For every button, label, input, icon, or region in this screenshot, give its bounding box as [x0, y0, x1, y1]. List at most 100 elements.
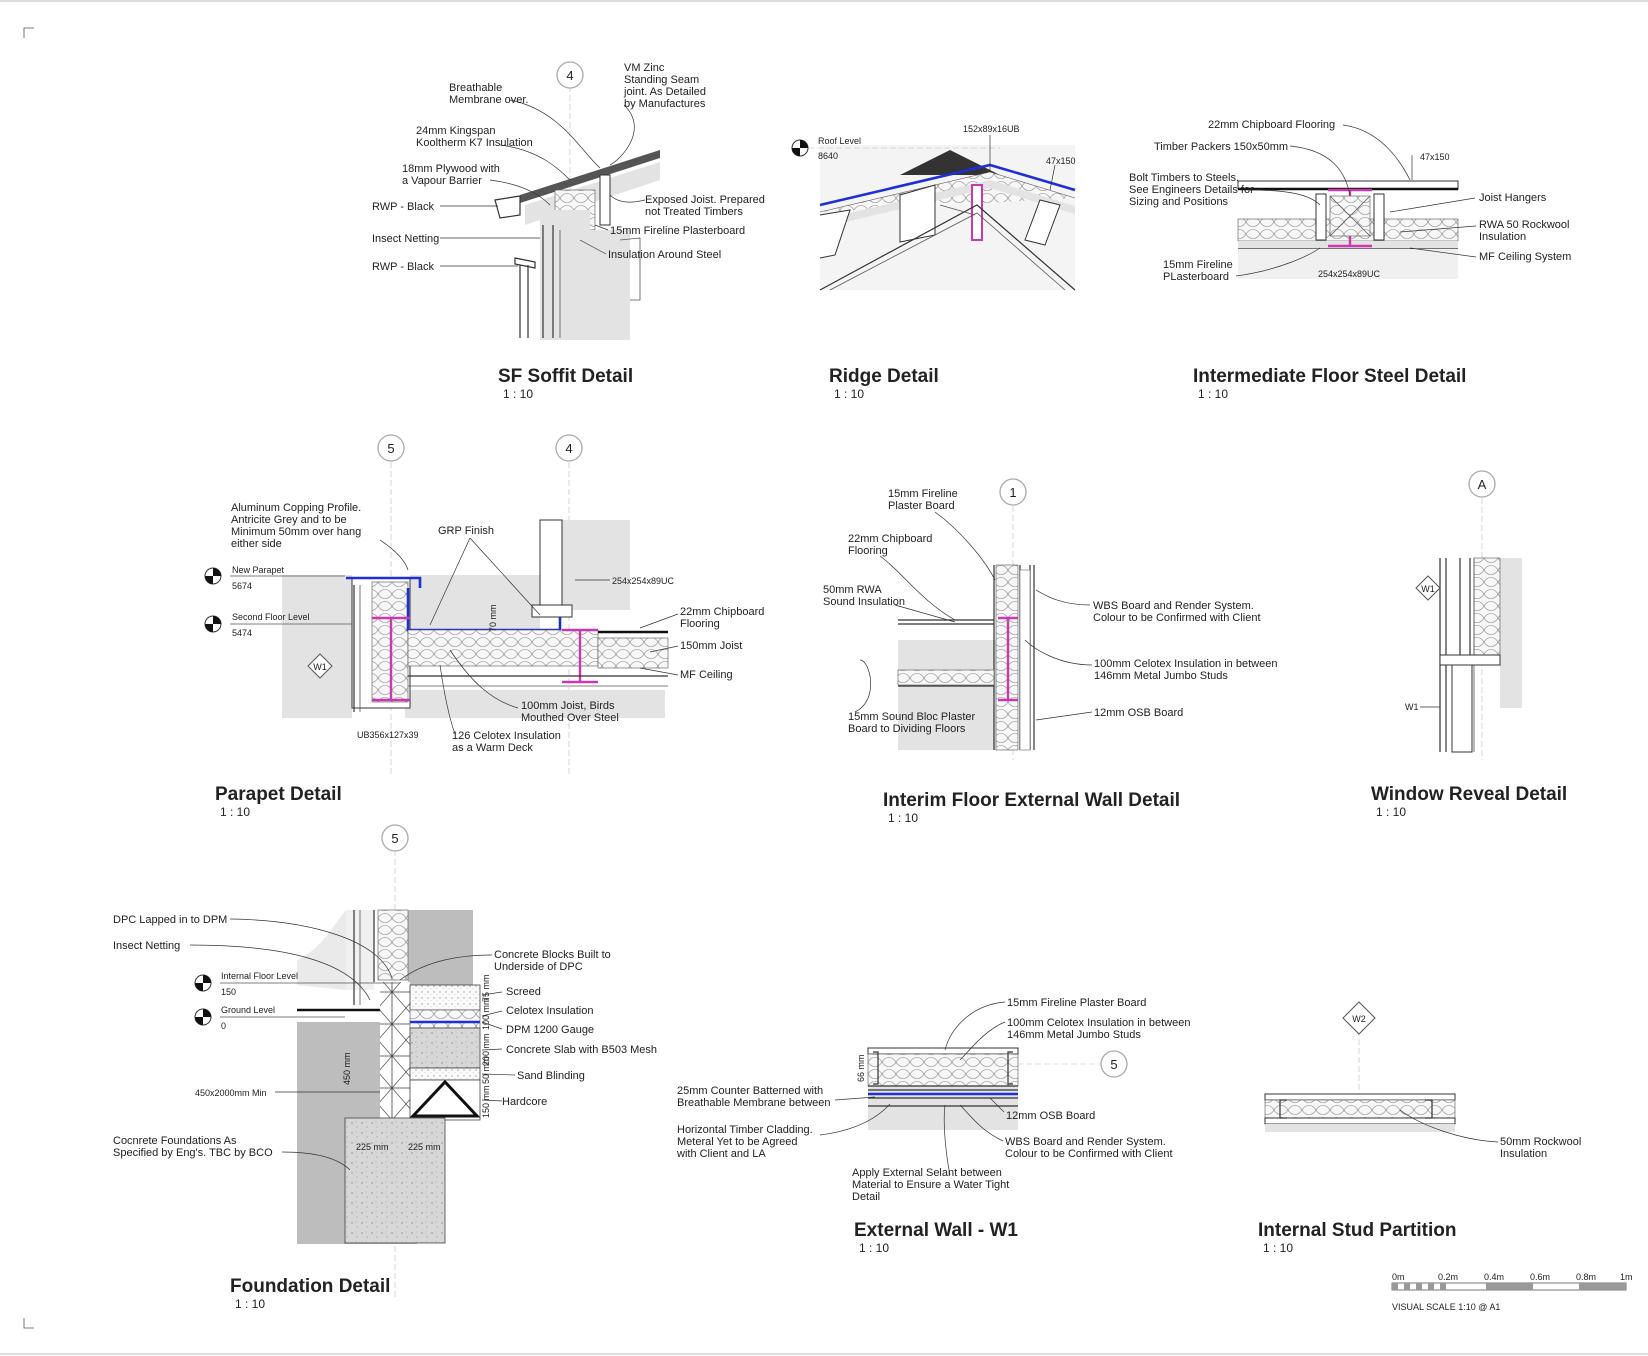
sf-soffit-label: Insulation Around Steel	[608, 249, 721, 261]
intermediate-floor-drawing	[1237, 180, 1459, 279]
parapet-label: 5674	[232, 581, 252, 591]
ridge-level-label: Roof Level	[818, 136, 861, 146]
external-wall-label: 12mm OSB Board	[1006, 1110, 1095, 1122]
intermediate-floor-label: Bolt Timbers to Steels.	[1129, 172, 1239, 184]
internal-stud-leader	[1399, 1109, 1499, 1143]
intermediate-floor-label: MF Ceiling System	[1479, 251, 1571, 263]
interim-floor-labels: 15mm Fireline Plaster Board 22mm Chipboa…	[823, 488, 1277, 735]
internal-stud-label: Insulation	[1500, 1148, 1547, 1160]
scale-bar-caption: VISUAL SCALE 1:10 @ A1	[1392, 1302, 1500, 1312]
interim-floor-label: WBS Board and Render System.	[1093, 600, 1254, 612]
intermediate-floor-label: 47x150	[1420, 152, 1450, 162]
interim-floor-label: 15mm Fireline	[888, 488, 958, 500]
parapet-drawing	[282, 462, 669, 775]
external-wall-label: Detail	[852, 1191, 880, 1203]
parapet-label: MF Ceiling	[680, 669, 733, 681]
intermediate-floor-label: 15mm Fireline	[1163, 259, 1233, 271]
foundation-label: Hardcore	[502, 1096, 547, 1108]
foundation-label: Screed	[506, 986, 541, 998]
foundation-label: 50 mm	[481, 1056, 491, 1084]
internal-stud-drawing	[1264, 1001, 1456, 1132]
internal-stud-scale: 1 : 10	[1263, 1241, 1293, 1255]
intermediate-floor-label: Insulation	[1479, 231, 1526, 243]
foundation-label: 150 mm	[481, 1085, 491, 1118]
sf-soffit-label: Breathable	[449, 82, 502, 94]
window-reveal-grid-marker	[1468, 470, 1496, 498]
interim-floor-scale: 1 : 10	[888, 811, 918, 825]
parapet-grid-marker-4	[555, 434, 583, 462]
interim-floor-label: 15mm Sound Bloc Plaster	[848, 711, 976, 723]
internal-stud-title: Internal Stud Partition	[1258, 1220, 1456, 1241]
interim-floor-label: 50mm RWA	[823, 584, 882, 596]
foundation-label: Insect Netting	[113, 940, 180, 952]
external-wall-label: 15mm Fireline Plaster Board	[1007, 997, 1146, 1009]
parapet-level-markers	[204, 567, 352, 679]
detail-internal-stud: W2 50mm Rockwool Insulation Internal Stu…	[1258, 1001, 1581, 1255]
parapet-label: 254x254x89UC	[612, 576, 675, 586]
sf-soffit-label: Standing Seam	[624, 74, 699, 86]
foundation-label: 200 mm	[481, 1033, 491, 1066]
external-wall-label: Material to Ensure a Water Tight	[852, 1179, 1009, 1191]
sf-soffit-title: SF Soffit Detail	[498, 366, 633, 387]
parapet-label: Minimum 50mm over hang	[231, 526, 361, 538]
parapet-title: Parapet Detail	[215, 784, 342, 805]
external-wall-label: Colour to be Confirmed with Client	[1005, 1148, 1173, 1160]
foundation-label: Sand Blinding	[517, 1070, 585, 1082]
sf-soffit-label: Membrane over.	[449, 94, 528, 106]
external-wall-label: Meteral Yet to be Agreed	[677, 1136, 797, 1148]
external-wall-scale: 1 : 10	[859, 1241, 889, 1255]
ridge-drawing	[800, 145, 1076, 291]
foundation-label: Ground Level	[221, 1005, 275, 1015]
external-wall-label: Apply External Selant between	[852, 1167, 1002, 1179]
intermediate-floor-title: Intermediate Floor Steel Detail	[1193, 366, 1466, 387]
parapet-label: Flooring	[680, 618, 720, 630]
external-wall-title: External Wall - W1	[854, 1220, 1018, 1241]
foundation-label: Concrete Slab with B503 Mesh	[506, 1044, 657, 1056]
interim-floor-label: 146mm Metal Jumbo Studs	[1094, 670, 1228, 682]
scale-bar-tick: 0.8m	[1576, 1272, 1596, 1282]
parapet-label: GRP Finish	[438, 525, 494, 537]
parapet-label: New Parapet	[232, 565, 285, 575]
sf-soffit-label: not Treated Timbers	[645, 206, 743, 218]
sf-soffit-leaders	[440, 99, 646, 267]
parapet-label: 150mm Joist	[680, 640, 742, 652]
visual-scale-bar: 0m 0.2m 0.4m 0.6m 0.8m 1m VISUAL SCALE 1…	[1391, 1272, 1633, 1312]
external-wall-leaders	[819, 1001, 1006, 1176]
intermediate-floor-label: 22mm Chipboard Flooring	[1208, 119, 1335, 131]
foundation-drawing	[297, 850, 481, 1300]
foundation-label: DPC Lapped in to DPM	[113, 914, 227, 926]
interim-floor-label: Board to Dividing Floors	[848, 723, 966, 735]
detail-parapet: 5 4 Aluminum Copping Profile. Antricite …	[204, 434, 764, 819]
internal-stud-label: 50mm Rockwool	[1500, 1136, 1581, 1148]
foundation-label: Internal Floor Level	[221, 971, 298, 981]
scale-bar-tick: 0.6m	[1530, 1272, 1550, 1282]
window-reveal-scale: 1 : 10	[1376, 805, 1406, 819]
sf-soffit-label: 15mm Fireline Plasterboard	[610, 225, 745, 237]
parapet-label: Mouthed Over Steel	[521, 712, 619, 724]
foundation-label: 0	[221, 1021, 226, 1031]
sf-soffit-label: 24mm Kingspan	[416, 125, 496, 137]
parapet-grid-label-5: 5	[387, 441, 394, 456]
sf-soffit-labels: Breathable Membrane over. VM Zinc Standi…	[372, 62, 765, 273]
sf-soffit-scale: 1 : 10	[503, 387, 533, 401]
parapet-label: Second Floor Level	[232, 612, 310, 622]
foundation-title: Foundation Detail	[230, 1276, 390, 1297]
intermediate-floor-label: Sizing and Positions	[1129, 196, 1229, 208]
sf-soffit-label: RWP - Black	[372, 261, 434, 273]
ridge-scale: 1 : 10	[834, 387, 864, 401]
sf-soffit-label: RWP - Black	[372, 201, 434, 213]
foundation-label: Cocnrete Foundations As	[113, 1135, 237, 1147]
intermediate-floor-labels: 22mm Chipboard Flooring Timber Packers 1…	[1129, 119, 1571, 283]
foundation-scale: 1 : 10	[235, 1297, 265, 1311]
detail-sf-soffit: 4 Breathable Membrane over. VM Zinc Stan…	[372, 61, 765, 401]
foundation-label: 75 mm	[481, 974, 491, 1002]
external-wall-label: WBS Board and Render System.	[1005, 1136, 1166, 1148]
parapet-label: 5474	[232, 628, 252, 638]
detail-external-wall: 5 15mm Fireline Plaster Board 100mm Celo…	[676, 997, 1190, 1255]
parapet-label: W1	[313, 662, 327, 672]
foundation-label: 225 mm	[408, 1142, 441, 1152]
ridge-leaders	[989, 135, 1056, 191]
parapet-grid-label-4: 4	[565, 441, 572, 456]
interim-floor-label: Flooring	[848, 545, 888, 557]
